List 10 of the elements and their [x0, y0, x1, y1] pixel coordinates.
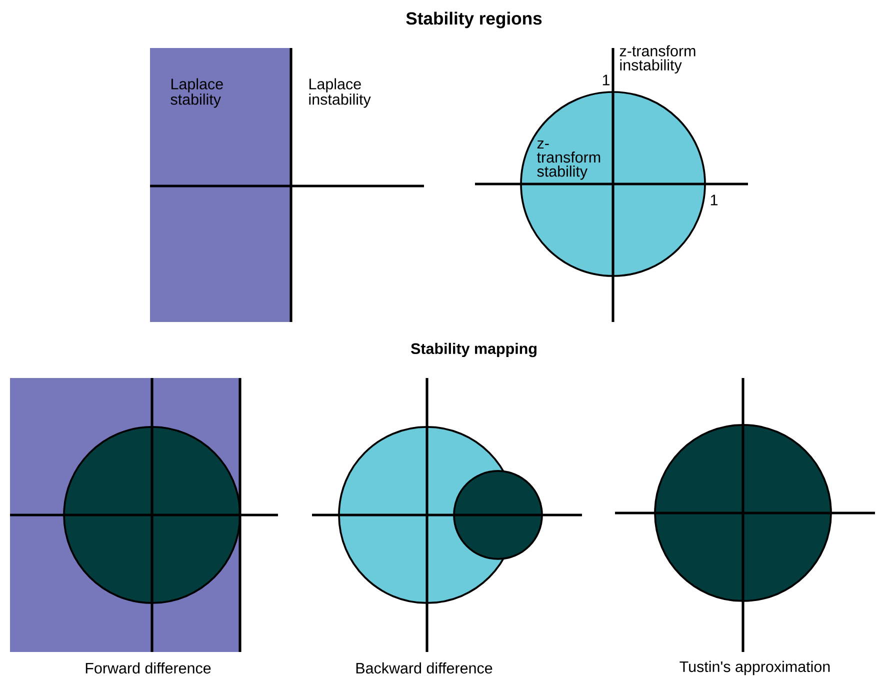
section-heading: Stability mapping	[410, 342, 536, 358]
axis-tick-label: 1	[710, 194, 718, 206]
caption: Forward difference	[86, 662, 211, 674]
caption: Backward difference	[356, 662, 492, 674]
axis-tick-label: 1	[602, 74, 610, 86]
region-label: z-transform instability	[620, 45, 696, 74]
title: Stability regions	[406, 12, 542, 28]
caption: Tustin's approximation	[680, 660, 830, 676]
region-label: Laplace instability	[309, 78, 371, 108]
stability-region: Laplace stability	[150, 48, 291, 322]
